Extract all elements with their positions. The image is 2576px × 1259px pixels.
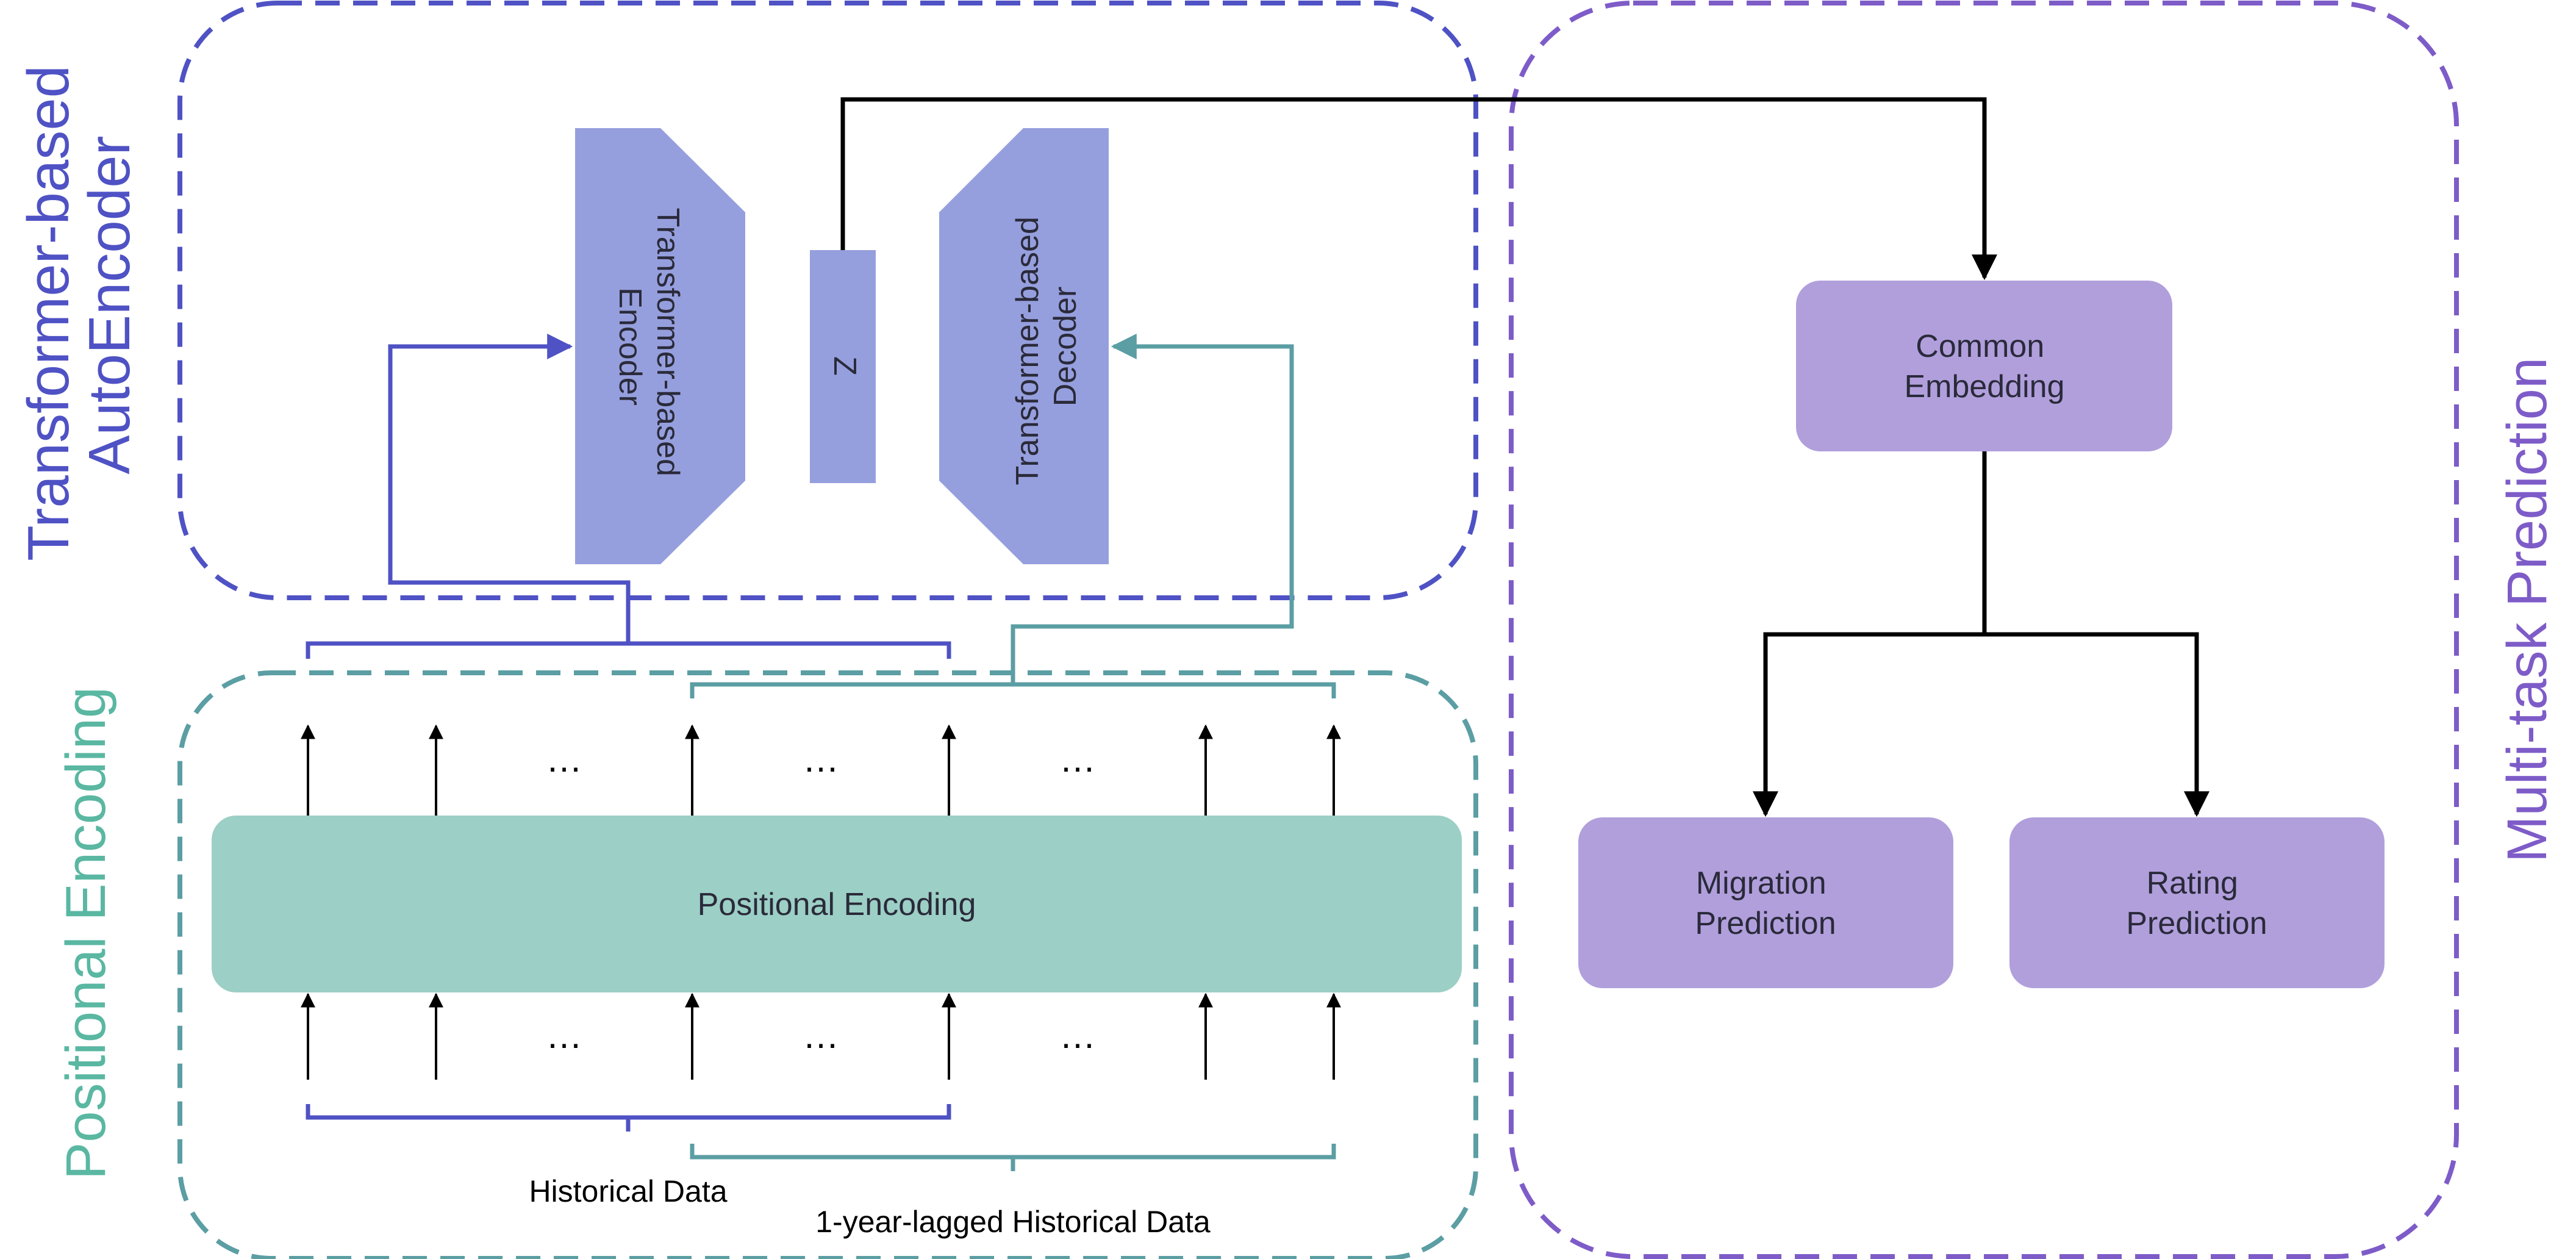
historical-to-encoder-connector: [388, 334, 631, 628]
input-arrows: [301, 992, 1341, 1080]
decoder-label: Transformer-based Decoder: [1010, 208, 1083, 486]
rating-label-line1: Rating: [2147, 866, 2238, 901]
lagged-output-bracket: [690, 671, 1336, 698]
autoencoder-title-line2: AutoEncoder: [77, 135, 142, 474]
latent-z-label: Z: [827, 356, 862, 376]
historical-data-label: Historical Data: [529, 1174, 727, 1208]
historical-output-bracket: [306, 628, 951, 659]
branch-to-rating: [1984, 632, 2209, 817]
autoencoder-frame: [177, 1, 1478, 600]
branch-to-migration: [1753, 632, 1984, 817]
input-ellipsis-1: …: [546, 1015, 582, 1056]
positional-encoding-block: [212, 816, 1462, 992]
rating-label-line2: Prediction: [2126, 906, 2267, 941]
rating-prediction-block: [2009, 817, 2385, 988]
migration-label-line2: Prediction: [1695, 906, 1836, 941]
positional-title-suffix: Encoding: [55, 687, 117, 921]
common-embedding-line1: Common: [1916, 329, 2044, 364]
output-ellipsis-1: …: [546, 739, 582, 780]
common-embedding-label: Common Embedding: [1904, 329, 2064, 404]
decoder-label-line2: Decoder: [1048, 287, 1083, 407]
positional-frame: [177, 670, 1478, 1259]
decoder-block: [939, 128, 1109, 564]
migration-prediction-label: Migration Prediction: [1695, 866, 1836, 941]
input-ellipsis-2: …: [803, 1015, 839, 1056]
lagged-data-bracket: [690, 1144, 1336, 1171]
lagged-to-decoder-connector: [1011, 334, 1294, 671]
autoencoder-title-line1: Transformer-based: [16, 65, 81, 561]
positional-encoding-label: Positional Encoding: [698, 887, 976, 922]
common-embedding-line2: Embedding: [1904, 369, 2064, 404]
output-arrows: [301, 724, 1341, 816]
autoencoder-section-title: Transformer-based AutoEncoder: [16, 49, 142, 561]
decoder-label-line1: Transformer-based: [1010, 217, 1045, 485]
lagged-data-label: 1-year-lagged Historical Data: [815, 1205, 1211, 1239]
common-embedding-block: [1796, 281, 2172, 451]
historical-data-bracket: [306, 1104, 951, 1132]
multitask-frame: [1509, 1, 2459, 1259]
multitask-section-title: Multi-task Prediction: [2496, 357, 2558, 863]
positional-title-prefix: Positional: [55, 936, 117, 1180]
encoder-block: [575, 128, 745, 564]
output-ellipsis-2: …: [803, 739, 839, 780]
migration-label-line1: Migration: [1696, 866, 1826, 901]
migration-prediction-block: [1578, 817, 1953, 988]
output-ellipsis-3: …: [1059, 739, 1096, 780]
z-to-embedding-connector: [840, 97, 1997, 281]
input-ellipsis-3: …: [1059, 1015, 1096, 1056]
encoder-label: Transformer-based Encoder: [612, 208, 685, 486]
rating-prediction-label: Rating Prediction: [2126, 866, 2267, 941]
latent-z-block: [810, 250, 876, 483]
encoder-label-line1: Transformer-based: [650, 208, 685, 476]
encoder-label-line2: Encoder: [612, 287, 648, 406]
positional-section-title: Positional Encoding: [55, 687, 117, 1180]
